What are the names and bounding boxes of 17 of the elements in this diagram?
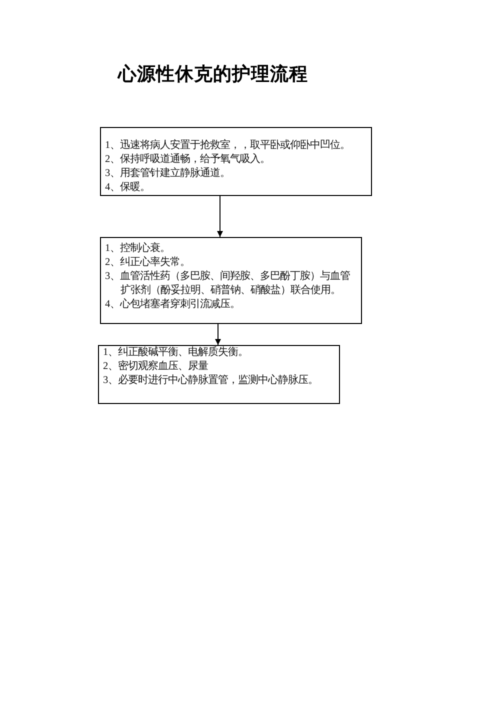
step-text: 2、保持呼吸道通畅，给予氧气吸入。: [105, 153, 272, 167]
step-text: 1、纠正酸碱平衡、电解质失衡。: [103, 346, 250, 360]
step-box: [98, 345, 340, 404]
step-text: 2、纠正心率失常。: [105, 256, 192, 270]
step-box: [100, 127, 372, 196]
step-text: 3、血管活性药（多巴胺、间羟胺、多巴酚丁胺）与血管扩张剂（酚妥拉明、硝普钠、硝酸盐）联合使用。: [105, 270, 352, 298]
step-text: 4、心包堵塞者穿刺引流减压。: [105, 298, 242, 312]
arrow: [215, 324, 221, 346]
step-text: 4、保暖。: [105, 181, 152, 195]
step-box: [100, 237, 362, 324]
arrow: [217, 196, 223, 238]
step-text: 2、密切观察血压、尿量: [103, 360, 210, 374]
step-text: 3、用套管针建立静脉通道。: [105, 167, 232, 181]
step-text: 1、迅速将病人安置于抢救室，，取平卧或仰卧中凹位。: [105, 139, 352, 153]
diagram-title: 心源性休克的护理流程: [118, 63, 308, 87]
step-text: 3、必要时进行中心静脉置管，监测中心静脉压。: [103, 374, 320, 388]
step-text: 1、控制心衰。: [105, 242, 172, 256]
